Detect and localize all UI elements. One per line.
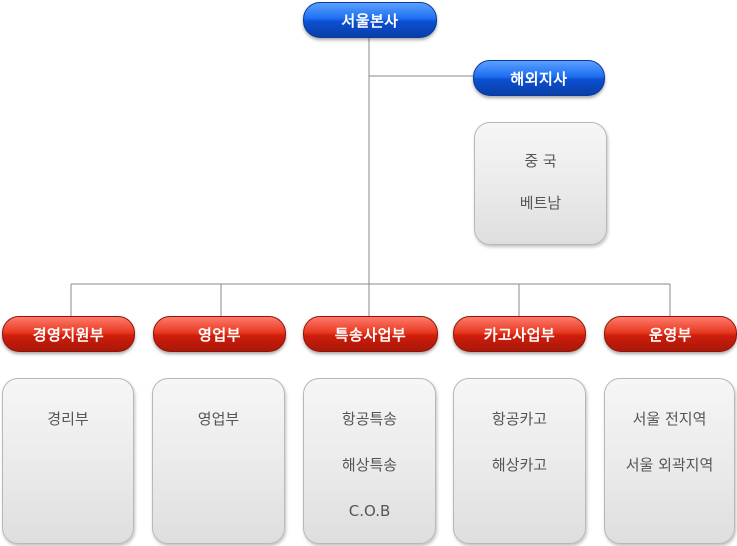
- department-node: 카고사업부: [453, 316, 586, 352]
- list-item: 해상특송: [341, 456, 398, 474]
- department-label: 경영지원부: [32, 325, 105, 344]
- overseas-label: 해외지사: [510, 69, 568, 88]
- list-item: 서울 전지역: [632, 410, 707, 428]
- list-item: 항공특송: [341, 410, 398, 428]
- department-card: 경리부: [2, 378, 134, 544]
- list-item: 경리부: [47, 410, 89, 428]
- list-item: 서울 외곽지역: [625, 456, 714, 474]
- department-node: 운영부: [604, 316, 737, 352]
- department-card: 영업부: [152, 378, 285, 544]
- list-item: 항공카고: [491, 410, 548, 428]
- department-card: 서울 전지역 서울 외곽지역: [604, 378, 735, 544]
- list-item: C.O.B: [348, 502, 391, 520]
- list-item: 중 국: [524, 152, 557, 170]
- department-label: 영업부: [198, 325, 241, 344]
- department-label: 운영부: [649, 325, 692, 344]
- list-item: 베트남: [519, 194, 562, 212]
- department-card: 항공카고 해상카고: [453, 378, 586, 544]
- department-card: 항공특송 해상특송 C.O.B: [303, 378, 436, 544]
- overseas-card: 중 국 베트남: [474, 122, 607, 245]
- root-node: 서울본사: [303, 2, 437, 38]
- department-node: 특송사업부: [303, 316, 438, 352]
- department-label: 카고사업부: [483, 325, 556, 344]
- list-item: 영업부: [197, 410, 240, 428]
- department-node: 경영지원부: [2, 316, 135, 352]
- root-label: 서울본사: [341, 11, 399, 30]
- department-node: 영업부: [153, 316, 286, 352]
- department-label: 특송사업부: [334, 325, 407, 344]
- overseas-node: 해외지사: [473, 60, 605, 96]
- list-item: 해상카고: [491, 456, 548, 474]
